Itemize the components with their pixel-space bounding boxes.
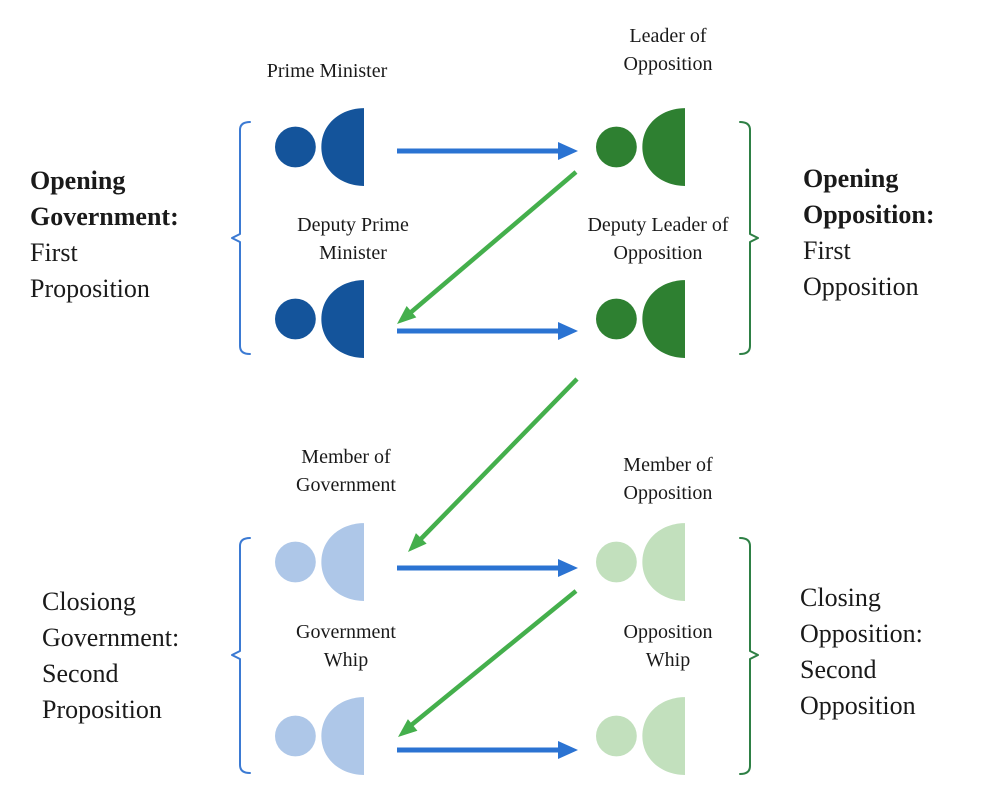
label-member-of-opposition: Member of Opposition <box>623 451 712 507</box>
label-line: Opposition <box>623 482 713 504</box>
label-line: Government <box>296 474 396 496</box>
label-line: Proposition <box>42 695 162 724</box>
label-deputy-leader-of-opposition: Deputy Leader of Opposition <box>587 211 728 267</box>
arrow-prime-minister-to-leader <box>397 142 578 160</box>
label-line: Opening <box>803 164 899 193</box>
label-leader-of-opposition: Leader of Opposition <box>624 22 713 78</box>
label-line: Opposition <box>803 272 919 301</box>
arrow-gov-whip-to-opp-whip <box>397 741 578 759</box>
label-line: Prime Minister <box>266 60 388 82</box>
bracket-opening-government <box>231 121 251 355</box>
label-line: First <box>30 238 78 267</box>
label-line: Whip <box>645 649 691 671</box>
label-line: Whip <box>323 649 369 671</box>
arrow-deputy-pm-to-deputy-leader <box>397 322 578 340</box>
label-line: Opening <box>30 166 126 195</box>
label-prime-minister: Prime Minister <box>267 57 388 85</box>
label-line: Government: <box>42 623 180 652</box>
label-line: Leader of <box>629 25 707 47</box>
label-line: Member of <box>301 446 391 468</box>
label-line: Government <box>296 621 396 643</box>
label-line: Deputy Leader of <box>587 214 729 236</box>
label-line: Closiong <box>42 587 136 616</box>
bracket-closing-opposition <box>739 537 759 775</box>
label-line: Opposition <box>613 242 703 264</box>
label-line: Opposition <box>800 691 916 720</box>
bracket-closing-government <box>231 537 251 774</box>
label-line: Opposition <box>623 621 713 643</box>
label-opening-government: Opening Government: First Proposition <box>30 163 179 307</box>
label-line: Member of <box>623 454 713 476</box>
arrow-member-gov-to-member-opp <box>397 559 578 577</box>
label-line: Opposition <box>623 53 713 75</box>
label-member-of-government: Member of Government <box>296 443 396 499</box>
label-line: Second <box>42 659 119 688</box>
label-line: Second <box>800 655 877 684</box>
label-line: First <box>803 236 851 265</box>
label-line: Government: <box>30 202 179 231</box>
label-line: Minister <box>319 242 387 264</box>
label-closing-government: Closiong Government: Second Proposition <box>42 584 179 728</box>
arrow-member-opp-to-gov-whip <box>398 589 578 737</box>
arrow-leader-to-deputy-pm <box>397 170 578 324</box>
label-closing-opposition: Closing Opposition: Second Opposition <box>800 580 923 724</box>
label-line: Deputy Prime <box>297 214 409 236</box>
label-government-whip: Government Whip <box>296 618 396 674</box>
label-opposition-whip: Opposition Whip <box>624 618 713 674</box>
bracket-opening-opposition <box>739 121 759 355</box>
label-line: Closing <box>800 583 881 612</box>
arrow-deputy-leader-to-member-gov <box>408 377 579 552</box>
label-line: Opposition: <box>800 619 923 648</box>
label-deputy-prime-minister: Deputy Prime Minister <box>297 211 409 267</box>
label-line: Opposition: <box>803 200 935 229</box>
label-line: Proposition <box>30 274 150 303</box>
label-opening-opposition: Opening Opposition: First Opposition <box>803 161 935 305</box>
